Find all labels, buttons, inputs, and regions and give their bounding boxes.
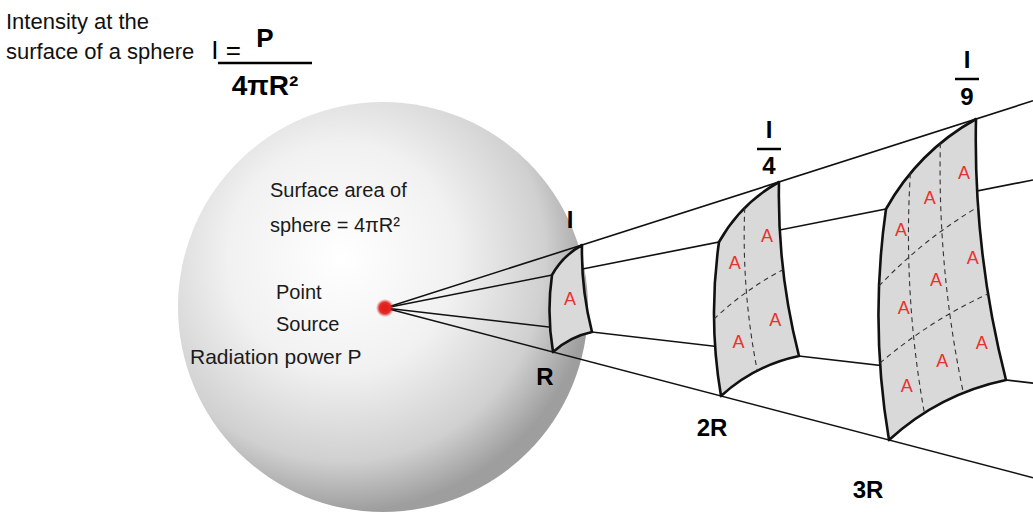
- formula-denominator: 4πR²: [232, 72, 299, 100]
- radius-label: 3R: [853, 478, 884, 502]
- patch-shape: [870, 103, 1022, 456]
- grid-line: [880, 294, 988, 363]
- patch-outline: [549, 245, 592, 352]
- surface-patch: A: [536, 229, 608, 368]
- formula-numerator: P: [256, 25, 273, 51]
- formula-lhs: I =: [211, 37, 241, 63]
- surface-patch: AAAAAAAAA: [870, 103, 1022, 456]
- fraction-bar: [955, 78, 979, 81]
- intensity-denominator: 9: [960, 85, 973, 109]
- intensity-numerator: I: [766, 118, 773, 142]
- area-letter: A: [769, 311, 781, 329]
- surface-patch: A A A A: [703, 166, 815, 412]
- sphere-body: [178, 102, 588, 512]
- area-letter: A: [924, 189, 936, 207]
- area-letter: A: [967, 249, 979, 267]
- surface-area-note: Surface area of sphere = 4πR²: [270, 173, 430, 243]
- source-glow: [376, 299, 394, 317]
- sphere-node: Surface area of sphere = 4πR² Point Sourc…: [178, 102, 588, 512]
- area-letter: A: [898, 299, 910, 317]
- area-letter: A: [936, 352, 948, 370]
- patch-outline: [714, 182, 799, 396]
- radius-label: R: [536, 365, 553, 389]
- diagram-title: Intensity at the surface of a sphere: [6, 7, 211, 67]
- grid-line: [879, 207, 978, 286]
- fraction-bar: [757, 148, 781, 151]
- area-letter: A: [930, 271, 942, 289]
- area-letter: A: [895, 221, 907, 239]
- patch-outline: [878, 119, 1006, 440]
- area-letter: A: [761, 227, 773, 245]
- power-label: Radiation power P: [190, 345, 362, 369]
- patch-shape: [703, 166, 815, 412]
- point-source: [381, 304, 389, 312]
- area-letter: A: [729, 254, 741, 272]
- area-letter: A: [564, 290, 576, 308]
- area-letter: A: [976, 334, 988, 352]
- sphere-shape: [178, 102, 588, 512]
- area-letter: A: [901, 377, 913, 395]
- area-letter: A: [733, 333, 745, 351]
- radius-label: 2R: [697, 416, 728, 440]
- source-label: Point Source: [276, 276, 356, 340]
- intensity-label: I: [567, 208, 574, 232]
- intensity-numerator: I: [964, 48, 971, 72]
- intensity-denominator: 4: [762, 154, 775, 178]
- area-letter: A: [958, 164, 970, 182]
